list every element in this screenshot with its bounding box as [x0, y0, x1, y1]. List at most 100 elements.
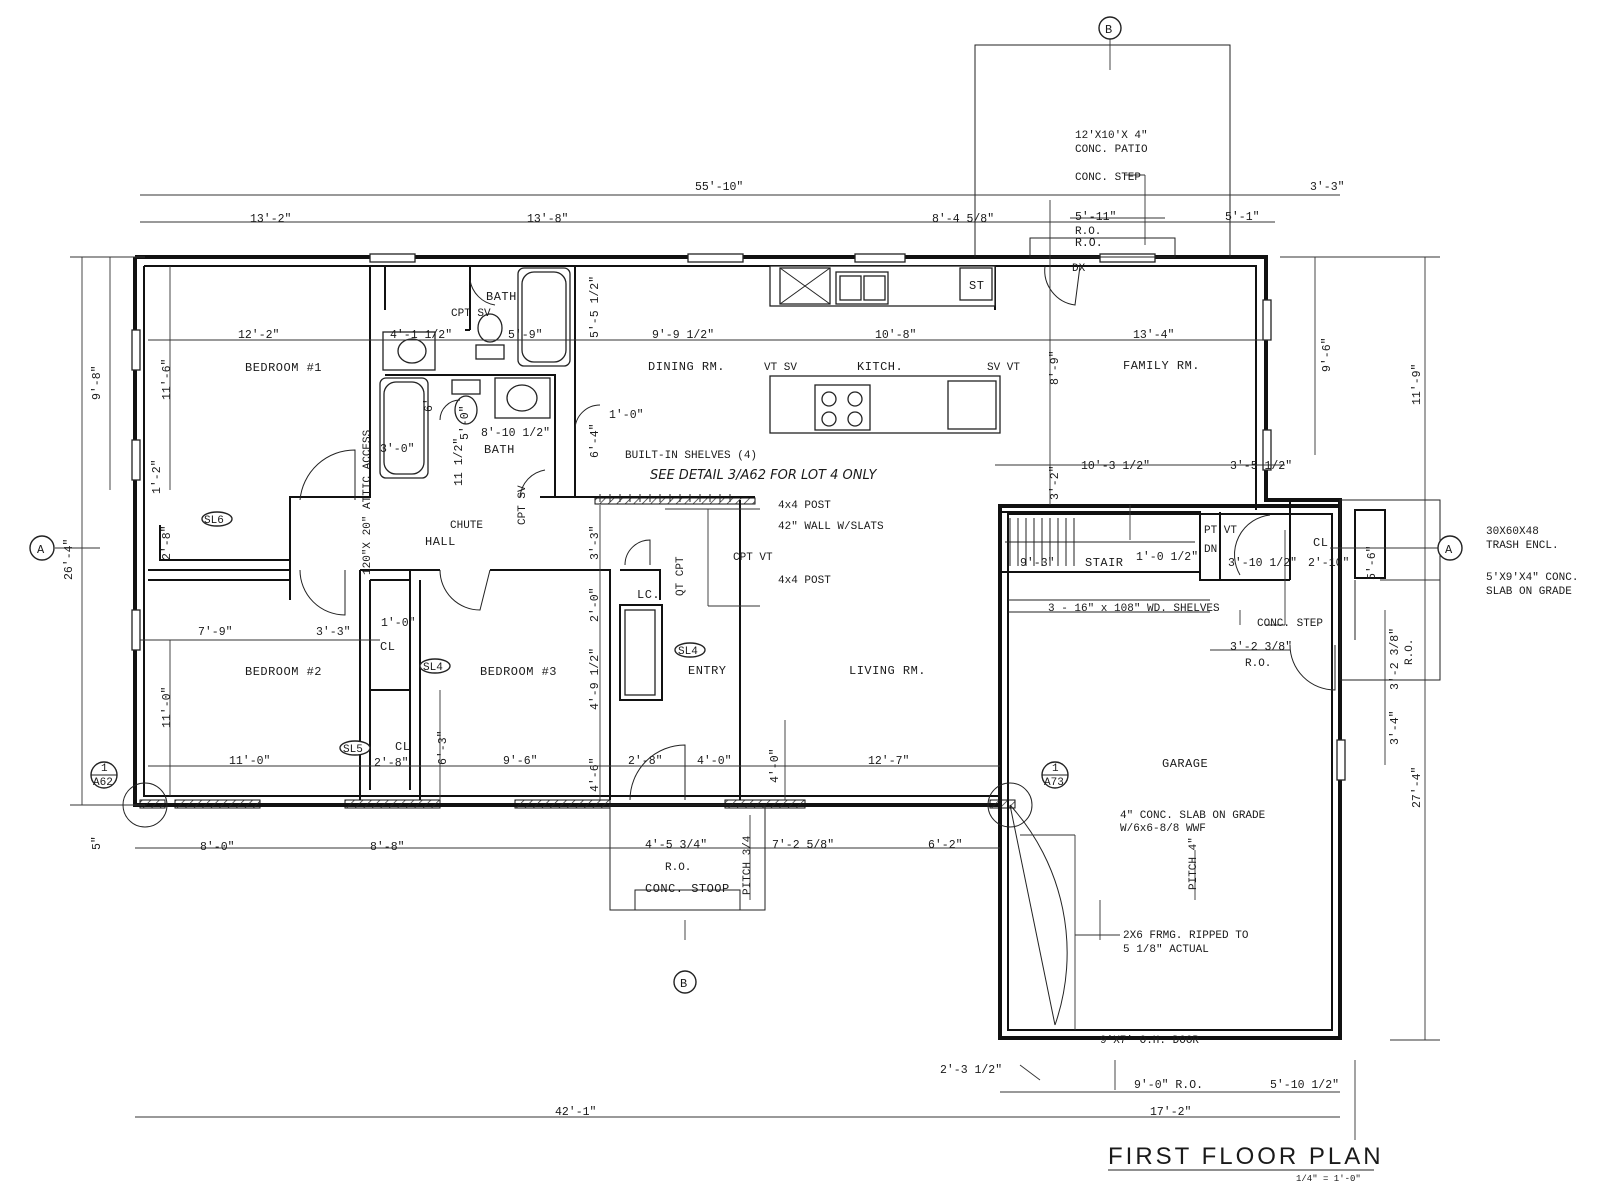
patio-step-note: CONC. STEP	[1075, 172, 1141, 184]
dim-four-6: 4'-6"	[589, 757, 602, 792]
dx-note: DX	[1072, 263, 1086, 275]
dim-right-119: 11'-9"	[1411, 364, 1424, 405]
dim-bath-a: 4'-1 1/2"	[390, 329, 452, 342]
room-label-kitchen: KITCH.	[857, 360, 903, 374]
stoop-ro-note: R.O.	[665, 862, 691, 874]
dim-top-b: 13'-8"	[527, 213, 568, 226]
dim-bottom-231: 2'-3 1/2"	[940, 1064, 1002, 1077]
dim-top-c: 8'-4 5/8"	[932, 213, 994, 226]
built-in-shelves-note: BUILT-IN SHELVES (4)	[625, 450, 757, 462]
pt-vt-note: PT VT	[1204, 525, 1237, 537]
fixtures	[379, 267, 1441, 696]
trash-note-1: 30X60X48	[1486, 526, 1539, 538]
dim-garage-door-ro: 9'-0" R.O.	[1134, 1079, 1203, 1092]
dim-bath-5: 5'-0"	[459, 405, 472, 440]
dim-right-274: 27'-4"	[1411, 767, 1424, 808]
dim-bedroom1-depth: 11'-6"	[161, 359, 174, 400]
post-note-1: 4x4 POST	[778, 500, 831, 512]
qt-cpt-note: QT CPT	[675, 556, 687, 596]
dim-bedroom2-33: 3'-3"	[316, 626, 351, 639]
dim-right-96: 9'-6"	[1321, 337, 1334, 372]
garage-slab-note-2: W/6x6-8/8 WWF	[1120, 823, 1206, 835]
garage-step-note: CONC. STEP	[1257, 618, 1323, 630]
storage-label: ST	[969, 279, 984, 293]
section-b-bottom-marker	[673, 970, 697, 994]
dim-kitchen-width: 10'-8"	[875, 329, 916, 342]
dim-garage-34: 3'-4"	[1389, 710, 1402, 745]
dim-left-28: 2'-8"	[161, 525, 174, 560]
section-b-bottom-label: B	[680, 977, 688, 991]
hall-cpt-sv-note: CPT SV	[517, 485, 529, 525]
dim-garage-323: 3'-2 3/8"	[1230, 641, 1292, 654]
room-label-bedroom2: BEDROOM #2	[245, 665, 322, 679]
dim-bottom-88: 8'-8"	[370, 841, 405, 854]
section-a-right-marker	[1437, 535, 1463, 561]
section-b-top-marker	[1098, 16, 1122, 40]
dim-bath-b: 5'-9"	[508, 329, 543, 342]
dim-left-98: 9'-8"	[91, 365, 104, 400]
dim-two-0: 2'-0"	[589, 587, 602, 622]
dim-stair-93: 9'-3"	[1020, 557, 1055, 570]
doors	[299, 265, 1336, 1026]
dim-closet-10: 1'-0"	[381, 617, 416, 630]
slab-note-2: SLAB ON GRADE	[1486, 586, 1572, 598]
dim-bath-c: 5'-5 1/2"	[589, 276, 602, 338]
trash-note-2: TRASH ENCL.	[1486, 540, 1559, 552]
garage-pitch-note: PITCH 4"	[1188, 837, 1200, 890]
sl6-tag: SL6	[204, 515, 224, 527]
interior-walls	[148, 265, 1291, 800]
bath-cpt-sv-note: CPT SV	[451, 308, 491, 320]
dim-bath-6: 6'	[423, 398, 436, 412]
dim-entry-28: 2'-8"	[628, 755, 663, 768]
framing-note-2: 5 1/8" ACTUAL	[1123, 944, 1209, 956]
patio-note-1: 12'X10'X 4"	[1075, 130, 1148, 142]
dim-three-2: 3'-2"	[1049, 465, 1062, 500]
dim-bath-11: 11 1/2"	[453, 438, 466, 486]
dim-bath-810: 8'-10 1/2"	[481, 427, 550, 440]
sl5-tag: SL5	[343, 744, 363, 756]
dim-garage-56: 5'-6"	[1366, 545, 1379, 580]
room-label-family: FAMILY RM.	[1123, 359, 1200, 373]
dim-entry-40: 4'-0"	[697, 755, 732, 768]
dim-family-width: 13'-4"	[1133, 329, 1174, 342]
section-markers	[29, 16, 1463, 994]
wall-slats-note: 42" WALL W/SLATS	[778, 521, 884, 533]
dim-dining-width: 9'-9 1/2"	[652, 329, 714, 342]
room-label-bedroom1: BEDROOM #1	[245, 361, 322, 375]
hatched-wall-segments	[139, 497, 1016, 809]
dim-bottom-453: 4'-5 3/4"	[645, 839, 707, 852]
dim-closet-28: 2'-8"	[374, 757, 409, 770]
dim-bottom-5: 5"	[91, 836, 104, 850]
room-label-garage: GARAGE	[1162, 757, 1208, 771]
dim-bedroom3-63: 6'-3"	[437, 730, 450, 765]
closet-label-3: CL	[1313, 536, 1328, 550]
sl4-tag-a: SL4	[423, 662, 443, 674]
garage-shelves-note: 3 - 16" x 108" WD. SHELVES	[1048, 603, 1220, 615]
dimension-lines	[55, 25, 1440, 1140]
patio-note-2: CONC. PATIO	[1075, 144, 1148, 156]
oh-door-note: 9'X7' O.H. DOOR	[1100, 1035, 1199, 1047]
dim-top-e: 5'-1"	[1225, 211, 1260, 224]
dim-ro-top: R.O.	[1075, 237, 1103, 250]
room-label-dining: DINING RM.	[648, 360, 725, 374]
dim-bottom-62: 6'-2"	[928, 839, 963, 852]
detail-a62-number: 1	[101, 763, 108, 775]
section-a-left-marker	[29, 535, 55, 561]
dim-top-f: 3'-3"	[1310, 181, 1345, 194]
dim-bottom-421: 42'-1"	[555, 1106, 596, 1119]
room-label-stair: STAIR	[1085, 556, 1124, 570]
dim-top-a: 13'-2"	[250, 213, 291, 226]
dim-family-103: 10'-3 1/2"	[1081, 460, 1150, 473]
kitchen-sv-vt-note: SV VT	[987, 362, 1020, 374]
detail-a73-number: 1	[1052, 763, 1059, 775]
dim-six-4: 6'-4"	[589, 423, 602, 458]
dim-family-depth: 8'-9"	[1049, 350, 1062, 385]
dim-top-d: 5'-11"	[1075, 211, 1116, 224]
dim-stair-310: 3'-10 1/2"	[1228, 557, 1297, 570]
dim-overall-top: 55'-10"	[695, 181, 743, 194]
dim-stair-210: 2'-10"	[1308, 557, 1349, 570]
patio-ro-note: R.O.	[1075, 226, 1101, 238]
dim-bottom-80: 8'-0"	[200, 841, 235, 854]
exterior-slabs	[609, 44, 1356, 911]
side-ro-vertical-note: R.O.	[1404, 639, 1416, 665]
